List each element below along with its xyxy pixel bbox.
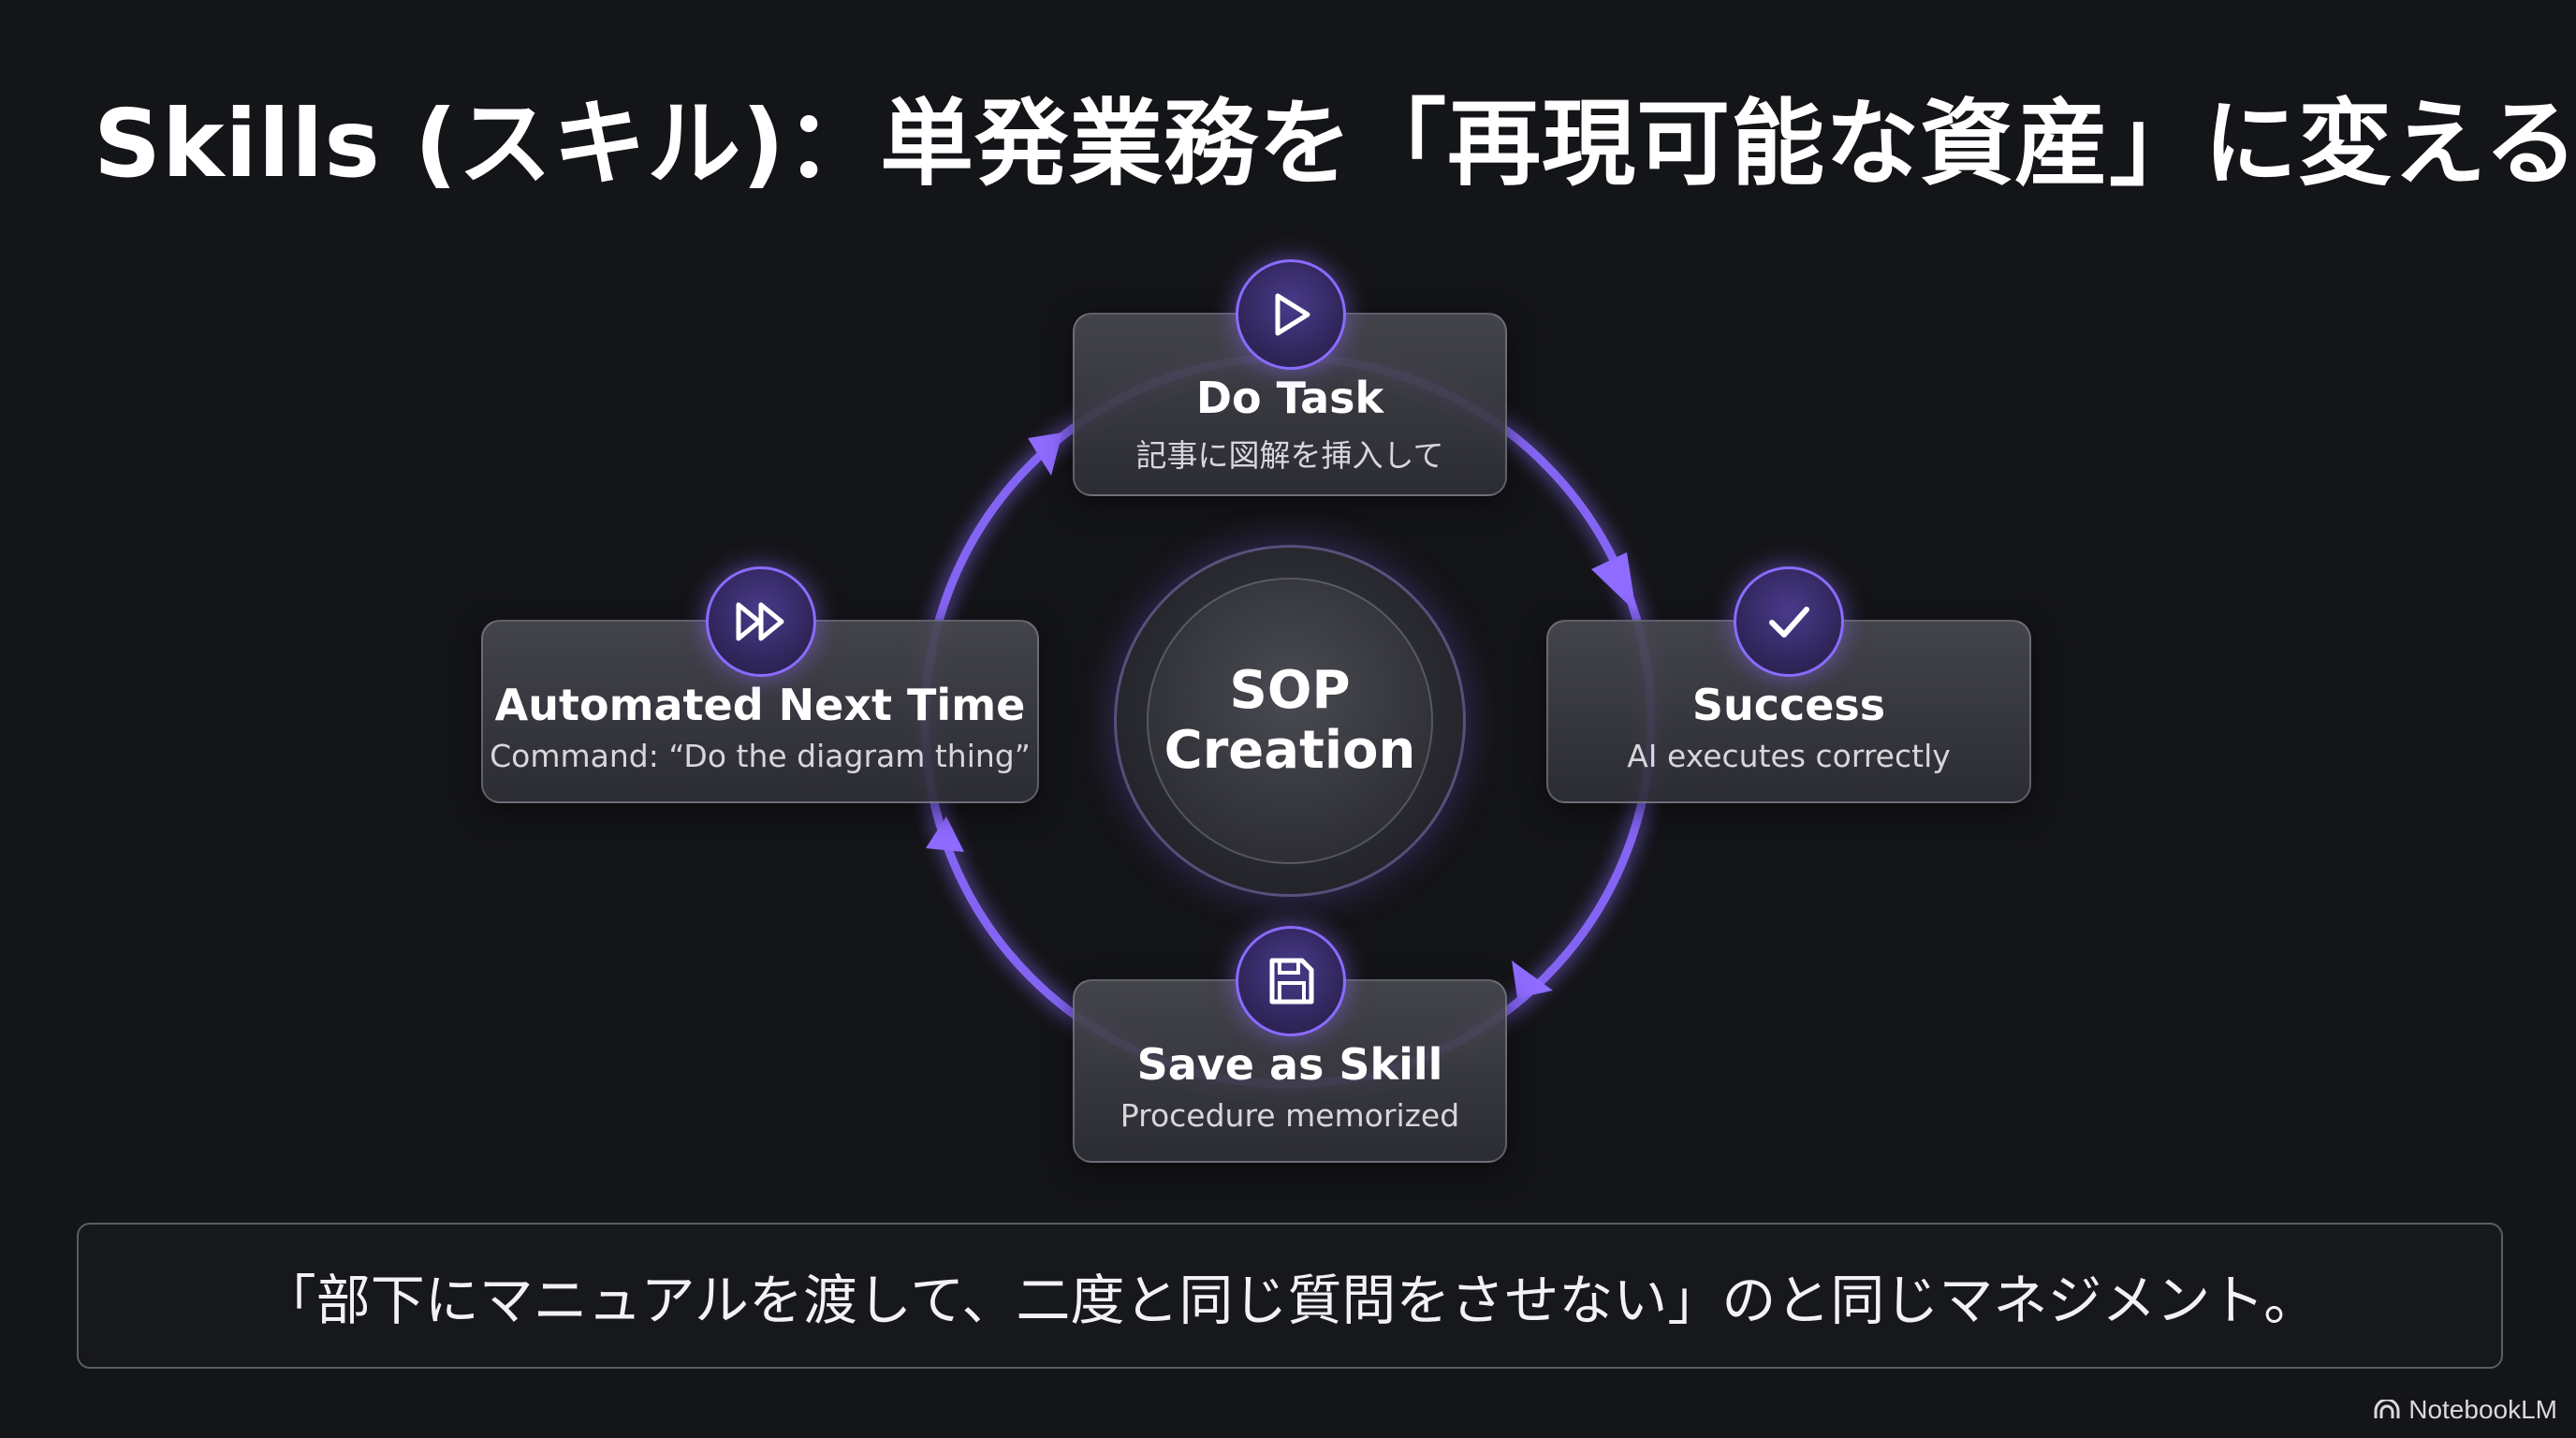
node-success-subtitle: AI executes correctly (1627, 738, 1951, 774)
node-automated-subtitle: Command: “Do the diagram thing” (490, 738, 1031, 774)
floppy-disk-icon (1269, 958, 1314, 1005)
hub-inner: SOP Creation (1147, 578, 1433, 864)
cycle-arrow-to-success (1591, 552, 1636, 612)
node-success-title: Success (1691, 680, 1886, 730)
brand-watermark: NotebookLM (2373, 1395, 2557, 1425)
cycle-arrow-to-do-task (1028, 433, 1062, 476)
slide-title: Skills (スキル)：単発業務を「再現可能な資産」に変える。 (94, 89, 2576, 198)
node-automated-next-time[interactable]: Automated Next Time Command: “Do the dia… (481, 620, 1039, 803)
quote-box: 「部下にマニュアルを渡して、二度と同じ質問をさせない」のと同じマネジメント。 (77, 1223, 2503, 1369)
check-badge (1734, 566, 1844, 677)
floppy-badge (1236, 926, 1346, 1036)
hub-label-line2: Creation (1164, 720, 1416, 781)
node-do-task-title: Do Task (1195, 373, 1384, 423)
fast-forward-icon (736, 602, 784, 641)
play-icon (1275, 293, 1310, 336)
node-save-as-skill-title: Save as Skill (1136, 1039, 1443, 1090)
check-icon (1769, 607, 1809, 638)
fast-forward-badge (706, 566, 816, 677)
cycle-arrow-to-save (1512, 961, 1553, 998)
cycle-arrow-to-automated (926, 816, 964, 852)
brand-name: NotebookLM (2408, 1395, 2557, 1424)
notebooklm-logo-icon (2374, 1400, 2400, 1418)
node-do-task-subtitle: 記事に図解を挿入して (1135, 437, 1444, 474)
hub-label-line1: SOP (1229, 660, 1351, 721)
node-automated-title: Automated Next Time (494, 680, 1026, 730)
quote-text: 「部下にマニュアルを渡して、二度と同じ質問をさせない」のと同じマネジメント。 (261, 1269, 2319, 1332)
play-badge (1236, 259, 1346, 370)
hub-circle: SOP Creation (1114, 545, 1466, 897)
node-save-as-skill-subtitle: Procedure memorized (1120, 1097, 1460, 1134)
